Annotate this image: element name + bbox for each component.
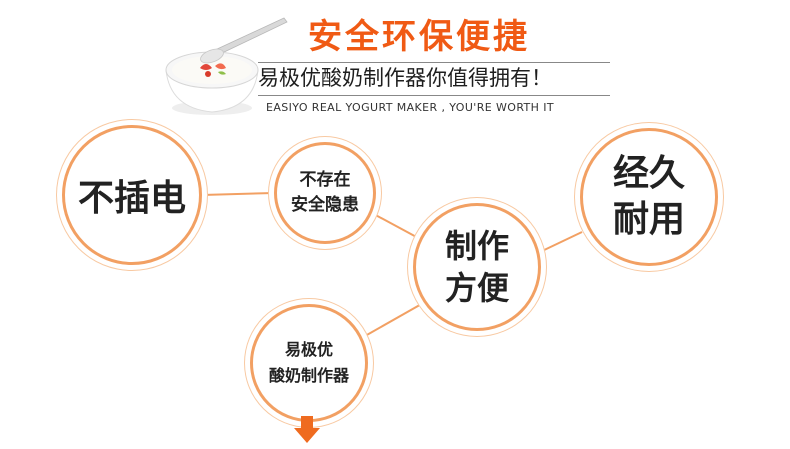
yogurt-bowl-illustration	[165, 17, 288, 115]
headline: 安全环保便捷	[308, 17, 530, 57]
feature-durable-line1: 经久	[612, 153, 685, 194]
feature-brand-line2: 酸奶制作器	[268, 366, 349, 385]
feature-durable: 经久 耐用	[580, 128, 718, 266]
tagline: EASIYO REAL YOGURT MAKER , YOU'RE WORTH …	[266, 101, 555, 114]
connector-easy-brand	[357, 301, 426, 341]
feature-safety: 不存在 安全隐患	[274, 142, 376, 244]
header-divider	[258, 62, 610, 63]
feature-brand: 易极优 酸奶制作器	[250, 304, 368, 422]
feature-durable-line2: 耐用	[612, 199, 685, 240]
feature-easy-line2: 方便	[444, 269, 509, 307]
connector-noplug-safety	[201, 192, 275, 196]
feature-safety-line2: 安全隐患	[291, 195, 359, 215]
connector-safety-easy	[369, 211, 423, 241]
feature-safety-line1: 不存在	[299, 170, 351, 190]
subtitle-divider	[258, 95, 610, 96]
feature-brand-line1: 易极优	[284, 340, 333, 359]
feature-easy: 制作 方便	[413, 203, 541, 331]
feature-no-plug: 不插电	[62, 125, 202, 265]
down-arrow-icon	[294, 416, 320, 443]
feature-easy-line1: 制作	[444, 227, 509, 265]
connector-easy-durable	[539, 231, 583, 253]
subtitle: 易极优酸奶制作器你值得拥有！	[258, 66, 552, 90]
feature-no-plug-label: 不插电	[77, 178, 186, 219]
